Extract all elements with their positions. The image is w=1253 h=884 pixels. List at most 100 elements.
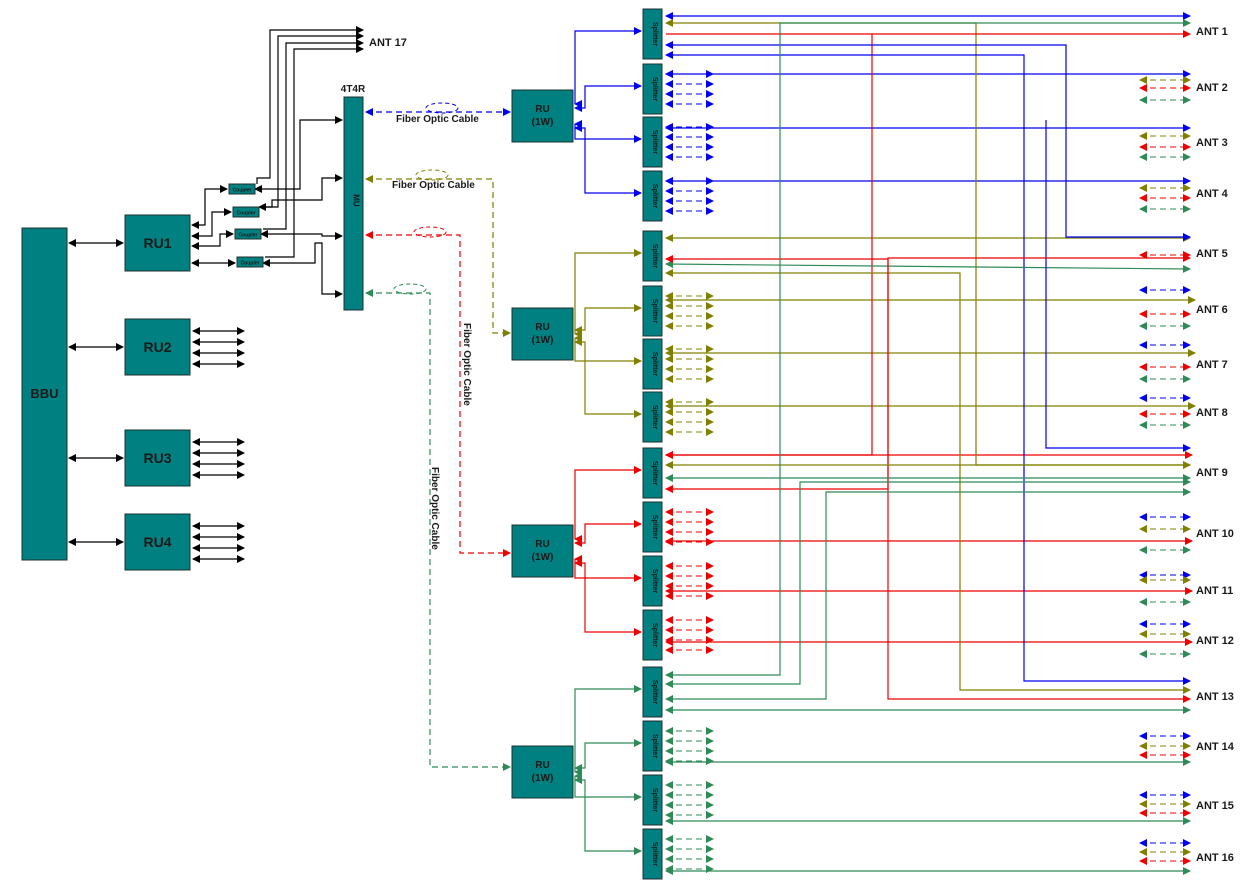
- splitter-label: Splitter: [651, 569, 658, 593]
- splitter-block: [642, 774, 663, 826]
- remote-ru-block: [511, 89, 574, 143]
- fiber-label: Fiber Optic Cable: [396, 114, 479, 125]
- ru-splitter-feed: [574, 776, 642, 855]
- ru-label: RU4: [143, 534, 171, 550]
- splitter-block: [642, 8, 663, 60]
- coupler-label: Coupler: [233, 188, 252, 194]
- coupler-block: [228, 183, 256, 195]
- bbu-label: BBU: [30, 386, 58, 401]
- ru-block: [124, 513, 191, 571]
- antenna-label: ANT 12: [1196, 635, 1234, 647]
- splitter-label: Splitter: [651, 299, 658, 323]
- splitter-label: Splitter: [651, 22, 658, 46]
- splitter-label: Splitter: [651, 184, 658, 208]
- remote-ru-label: RU: [535, 104, 549, 115]
- splitter-label: Splitter: [651, 515, 658, 539]
- diagram-blocks: BBURU1RU2RU3RU4CouplerCouplerCouplerCoup…: [21, 8, 1235, 880]
- fiber-coil: [413, 226, 447, 238]
- fiber-link: [365, 175, 511, 337]
- mu-block: [343, 96, 364, 311]
- ru-label: RU1: [143, 235, 171, 251]
- antenna-label: ANT 8: [1196, 407, 1228, 419]
- antenna-label: ANT 15: [1196, 800, 1234, 812]
- splitter-label: Splitter: [651, 352, 658, 376]
- antenna-label: ANT 7: [1196, 359, 1228, 371]
- splitter-block: [642, 609, 663, 661]
- ru-splitter-feed: [574, 82, 642, 112]
- ru-splitter-feed: [574, 124, 642, 197]
- splitter-block: [642, 447, 663, 499]
- antenna-label: ANT 3: [1196, 137, 1228, 149]
- antenna-cross-run: [665, 488, 1191, 703]
- ru1-coupler-link: [191, 208, 232, 240]
- ru-splitter-feed: [571, 27, 642, 105]
- ru1-coupler-link: [191, 185, 228, 229]
- coupler-block: [232, 206, 260, 218]
- coupler-block: [234, 228, 262, 240]
- remote-ru-block: [511, 307, 574, 361]
- mu-label: MU: [352, 194, 361, 207]
- ru-block: [124, 429, 191, 487]
- antenna-label: ANT 1: [1196, 26, 1228, 38]
- fiber-coil: [425, 102, 459, 114]
- remote-ru-label: (1W): [532, 773, 554, 784]
- fiber-coil: [415, 169, 449, 181]
- antenna-cross-run: [665, 51, 1191, 685]
- antenna-cross-run: [665, 478, 1191, 688]
- remote-ru-block: [511, 524, 574, 578]
- splitter-block: [642, 116, 663, 168]
- antenna-label: ANT 11: [1196, 585, 1233, 597]
- splitter-label: Splitter: [651, 680, 658, 704]
- ru-label: RU2: [143, 339, 171, 355]
- antenna-label: ANT 16: [1196, 852, 1234, 864]
- splitter-label: Splitter: [651, 734, 658, 758]
- coupler-label: Coupler: [239, 233, 258, 239]
- remote-ru-label: RU: [535, 760, 549, 771]
- splitter-label: Splitter: [651, 461, 658, 485]
- coupler-block: [236, 256, 264, 268]
- ru1-coupler-link: [191, 230, 234, 250]
- ru-splitter-feed: [574, 559, 642, 636]
- coupler-mu-link: [258, 174, 343, 211]
- antenna-label: ANT 6: [1196, 304, 1228, 316]
- remote-ru-label: (1W): [532, 335, 554, 346]
- antenna-cross-run: [665, 19, 1191, 679]
- splitter-block: [642, 170, 663, 222]
- splitter-label: Splitter: [651, 77, 658, 101]
- splitter-label: Splitter: [651, 130, 658, 154]
- bbu-block: [21, 227, 68, 561]
- fiber-coil: [393, 283, 427, 295]
- ru-block: [124, 214, 191, 272]
- antenna-label: ANT 4: [1196, 188, 1229, 200]
- splitter-block: [642, 501, 663, 553]
- fiber-label: Fiber Optic Cable: [429, 467, 440, 550]
- antenna-label: ANT 14: [1196, 741, 1235, 753]
- ant17-label: ANT 17: [369, 37, 407, 49]
- fiber-label: Fiber Optic Cable: [392, 180, 475, 191]
- mu-title: 4T4R: [341, 84, 366, 95]
- splitter-label: Splitter: [651, 842, 658, 866]
- splitter-label: Splitter: [651, 788, 658, 812]
- remote-ru-label: (1W): [532, 552, 554, 563]
- remote-ru-label: RU: [535, 539, 549, 550]
- antenna-label: ANT 2: [1196, 82, 1228, 94]
- antenna-label: ANT 5: [1196, 248, 1228, 260]
- remote-ru-block: [511, 745, 574, 799]
- connection-lines: [68, 12, 1196, 875]
- fiber-label: Fiber Optic Cable: [461, 323, 472, 406]
- splitter-block: [642, 391, 663, 443]
- ru-splitter-feed: [574, 739, 642, 772]
- fiber-link: [365, 289, 511, 771]
- splitter-block: [642, 285, 663, 337]
- splitter-label: Splitter: [651, 405, 658, 429]
- splitter-label: Splitter: [651, 244, 658, 268]
- antenna-label: ANT 10: [1196, 528, 1234, 540]
- splitter-block: [642, 63, 663, 115]
- antenna-label: ANT 9: [1196, 467, 1228, 479]
- splitter-block: [642, 555, 663, 607]
- antenna-label: ANT 13: [1196, 691, 1234, 703]
- antenna-cross-run: [665, 255, 1191, 703]
- antenna-cross-run: [665, 254, 1191, 493]
- splitter-label: Splitter: [651, 623, 658, 647]
